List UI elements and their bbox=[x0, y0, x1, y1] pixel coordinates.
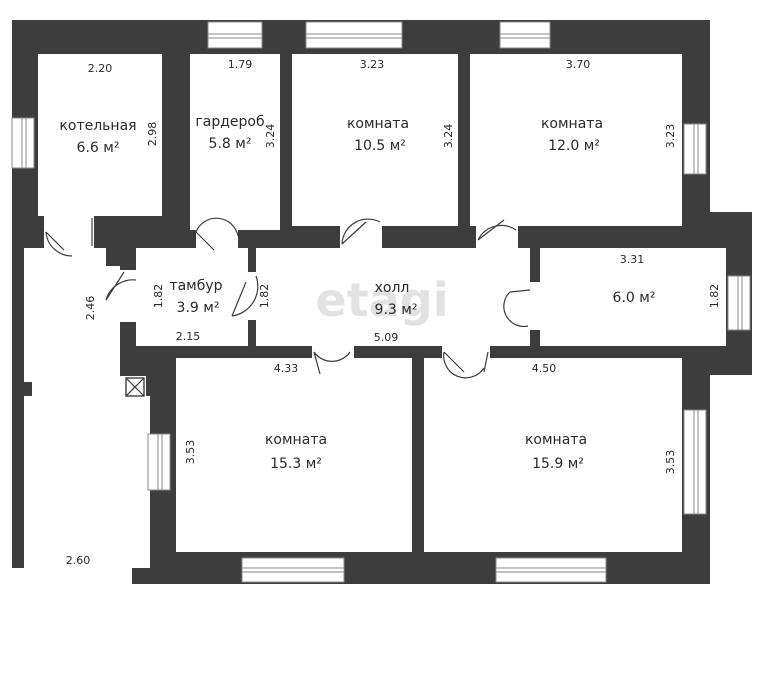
room-area-komnata-1: 10.5 м² bbox=[354, 138, 406, 154]
room-area-holl: 9.3 м² bbox=[375, 302, 418, 318]
window bbox=[727, 275, 751, 331]
door bbox=[45, 231, 73, 257]
window bbox=[495, 557, 607, 583]
room-labels: котельная 6.6 м² гардероб 5.8 м² комната… bbox=[59, 114, 655, 472]
room-tambur bbox=[136, 248, 248, 346]
vent-shaft-icon bbox=[125, 377, 145, 397]
windows bbox=[11, 21, 751, 583]
door bbox=[341, 218, 381, 245]
door bbox=[313, 351, 351, 375]
door bbox=[105, 271, 137, 301]
dimension-label: 2.46 bbox=[84, 296, 97, 321]
dimension-label: 3.24 bbox=[442, 124, 455, 149]
room-area-komnata-4: 15.9 м² bbox=[532, 456, 584, 472]
dimension-label: 3.53 bbox=[664, 450, 677, 475]
room-komnata-2 bbox=[470, 54, 682, 226]
door bbox=[477, 219, 517, 241]
dimension-label: 3.53 bbox=[184, 440, 197, 465]
room-kotelnaya bbox=[38, 54, 162, 216]
window bbox=[147, 433, 171, 491]
room-komnata-4 bbox=[424, 358, 682, 552]
room-area-tambur: 3.9 м² bbox=[177, 300, 220, 316]
door bbox=[195, 217, 239, 251]
dimension-label: 3.70 bbox=[566, 58, 591, 71]
room-label-komnata-2: комната bbox=[541, 116, 603, 132]
room-area-komnata-3: 15.3 м² bbox=[270, 456, 322, 472]
room-area-small: 6.0 м² bbox=[613, 290, 656, 306]
dimension-label: 1.79 bbox=[228, 58, 253, 71]
window bbox=[11, 117, 35, 169]
window bbox=[305, 21, 403, 49]
dimension-label: 2.20 bbox=[88, 62, 113, 75]
window bbox=[207, 21, 263, 49]
room-komnata-3 bbox=[176, 358, 412, 552]
window bbox=[683, 123, 707, 175]
dimension-labels: 2.20 2.98 1.79 3.24 3.23 3.24 3.70 3.23 … bbox=[66, 58, 721, 567]
door bbox=[443, 351, 489, 379]
dimension-label: 1.82 bbox=[152, 284, 165, 309]
room-label-holl: холл bbox=[375, 280, 410, 296]
dimension-label: 5.09 bbox=[374, 331, 399, 344]
dimension-label: 3.24 bbox=[264, 124, 277, 149]
dimension-label: 2.15 bbox=[176, 330, 201, 343]
room-veranda bbox=[24, 248, 150, 568]
dimension-label: 1.82 bbox=[258, 284, 271, 309]
dimension-label: 1.82 bbox=[708, 284, 721, 309]
dimension-label: 4.50 bbox=[532, 362, 557, 375]
dimension-label: 3.23 bbox=[664, 124, 677, 149]
room-label-garderob: гардероб bbox=[195, 114, 264, 130]
dimension-label: 2.98 bbox=[146, 122, 159, 147]
window bbox=[241, 557, 345, 583]
room-holl bbox=[256, 248, 530, 346]
dimension-label: 2.60 bbox=[66, 554, 91, 567]
room-area-garderob: 5.8 м² bbox=[209, 136, 252, 152]
room-label-komnata-1: комната bbox=[347, 116, 409, 132]
room-small bbox=[540, 248, 726, 346]
dimension-label: 3.23 bbox=[360, 58, 385, 71]
room-label-kotelnaya: котельная bbox=[59, 118, 136, 134]
door bbox=[231, 275, 259, 317]
watermark: etagi bbox=[316, 273, 449, 327]
room-garderob bbox=[190, 54, 280, 230]
dimension-label: 4.33 bbox=[274, 362, 299, 375]
window bbox=[499, 21, 551, 49]
room-komnata-1 bbox=[292, 54, 458, 226]
room-area-komnata-2: 12.0 м² bbox=[548, 138, 600, 154]
room-label-tambur: тамбур bbox=[169, 278, 222, 294]
window bbox=[683, 409, 707, 515]
room-area-kotelnaya: 6.6 м² bbox=[77, 140, 120, 156]
doors bbox=[45, 217, 531, 379]
door bbox=[503, 289, 531, 328]
rooms bbox=[12, 54, 726, 568]
dimension-label: 3.31 bbox=[620, 253, 645, 266]
room-label-komnata-4: комната bbox=[525, 432, 587, 448]
room-label-komnata-3: комната bbox=[265, 432, 327, 448]
